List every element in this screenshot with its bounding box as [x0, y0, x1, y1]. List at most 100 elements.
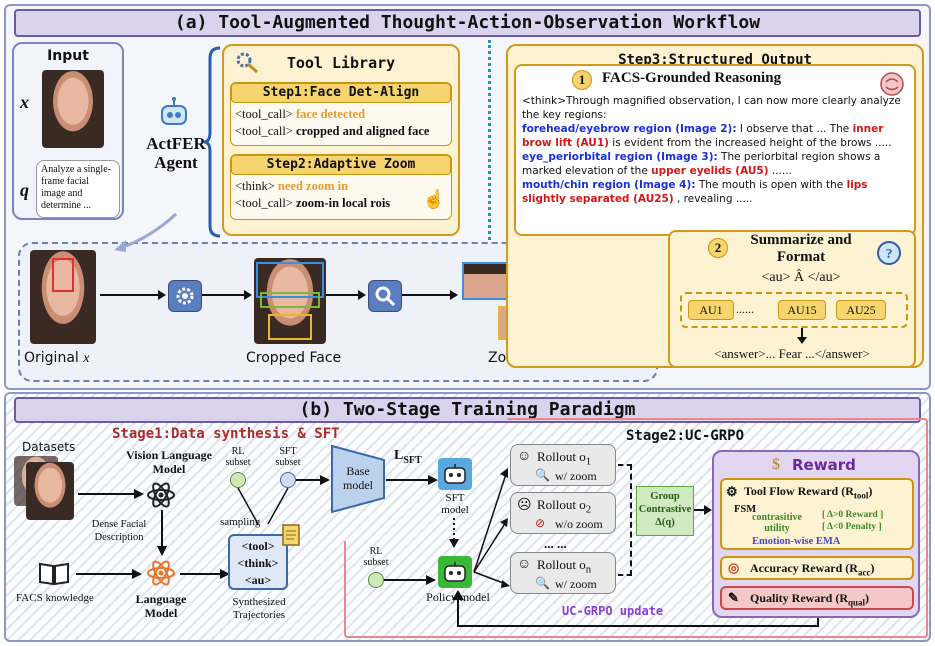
step1-line1: <tool_call> face detected	[235, 106, 447, 123]
reasoning-box: 1 FACS-Grounded Reasoning <think>Through…	[514, 64, 916, 236]
au-dashed-group	[680, 292, 908, 328]
step1-line2-text: cropped and aligned face	[295, 124, 430, 138]
input-label: Input	[47, 48, 89, 64]
rollout-n-magnifier-icon: 🔍	[535, 576, 550, 590]
group-contrastive-box: Group Contrastive Δ(q)	[636, 486, 694, 536]
group-contrastive-line3: Δ(q)	[655, 517, 675, 528]
lightbulb-icon: ?	[872, 238, 906, 272]
trajectory-box: <tool> <think> <au>	[228, 534, 288, 590]
step1-line1-tag: <tool_call>	[235, 107, 293, 121]
answer-text: <answer>... Fear ...</answer>	[714, 346, 870, 361]
stage2-rl-subset-line2: subset	[363, 557, 389, 568]
lsft-sub: SFT	[403, 454, 422, 466]
summarize-number-badge: 2	[708, 238, 728, 258]
summarize-title-line2: Format	[776, 249, 826, 265]
contrastive-utility-label: contrasitive utility	[752, 512, 802, 534]
reasoning-region2: eye_periorbital region (Image 3):	[522, 151, 718, 163]
accuracy-sub: acc	[857, 567, 871, 578]
dense-description-line2: Description	[94, 532, 144, 543]
book-icon	[38, 560, 70, 586]
rl-to-policy-arrow	[384, 575, 436, 585]
original-face-image	[30, 250, 96, 344]
stage1-rl-subset-node	[230, 472, 246, 488]
tag-au: <au>	[244, 573, 272, 587]
step1-line1-text: face detected	[295, 107, 366, 121]
brace-connector	[203, 46, 221, 238]
summarize-title: Summarize and Format	[736, 232, 866, 266]
synthesized-line2: Trajectories	[232, 609, 286, 621]
cropped-face-image	[254, 258, 326, 344]
pipeline-arrows	[100, 290, 458, 300]
tool-library-box: Tool Library Step1:Face Det-Align <tool_…	[222, 44, 460, 236]
tool-flow-reward-box: ⚙ Tool Flow Reward (Rtool) FSM contrasit…	[720, 478, 914, 550]
base-to-sft-arrow	[386, 475, 438, 485]
gear-wrench-icon	[234, 50, 260, 74]
rollout-1-title-text: Rollout o	[537, 449, 586, 464]
reasoning-intro: <think>Through magnified observation, I …	[522, 95, 901, 121]
step2-line1: <think> need zoom in	[235, 178, 447, 195]
positive-delta-label: [ Δ>0 Reward ]	[822, 510, 884, 520]
quality-title-text: Quality Reward (R	[750, 591, 848, 605]
sft-subset-line1: SFT	[279, 446, 297, 457]
step2-box: Step2:Adaptive Zoom <think> need zoom in…	[230, 154, 452, 220]
step1-line2: <tool_call> cropped and aligned face	[235, 123, 447, 140]
agent-label: ActFER Agent	[134, 134, 218, 172]
accuracy-title: Accuracy Reward (Racc)	[750, 561, 874, 577]
rollout-n-detail: w/ zoom	[555, 577, 597, 591]
stage1-title: Stage1:Data synthesis & SFT	[112, 426, 340, 442]
original-label: Original x	[24, 350, 89, 367]
sft-to-base-arrow	[296, 475, 330, 485]
fsm-label: FSM	[734, 504, 757, 515]
quality-title: Quality Reward (Rqual)	[750, 591, 869, 607]
rollout-1-magnifier-icon: 🔍	[535, 468, 550, 482]
accuracy-close: )	[870, 561, 875, 575]
rollout-1-sub: 1	[585, 455, 592, 468]
reasoning-region1-text-b: is evident from the increased height of …	[608, 137, 892, 149]
facs-to-lm-arrow	[76, 569, 142, 579]
rollout-bracket	[618, 464, 632, 576]
base-model-label: Base model	[334, 464, 382, 492]
lm-atom-icon	[146, 558, 176, 588]
tag-tool: <tool>	[241, 539, 275, 553]
curved-arrow-to-pipeline	[114, 212, 178, 252]
zoom-tool-icon	[368, 280, 402, 312]
stage2-title: Stage2:UC-GRPO	[626, 428, 745, 444]
rollout-n-title: Rollout on	[537, 557, 591, 576]
rollout-dots: ... ...	[544, 536, 567, 551]
tool-flow-title-text: Tool Flow Reward (R	[744, 484, 854, 498]
original-label-symbol: x	[83, 351, 90, 366]
gear-tool-icon	[168, 280, 202, 312]
brain-icon	[876, 70, 908, 100]
sft-subset-line2: subset	[275, 457, 301, 468]
tool-flow-icon: ⚙	[726, 484, 738, 499]
step2-line2: <tool_call> zoom-in local rois	[235, 195, 447, 212]
step2-line1-text: need zoom in	[277, 179, 349, 193]
sft-model-robot-icon	[438, 458, 472, 490]
facs-knowledge-label: FACS knowledge	[16, 592, 94, 604]
dotted-divider	[488, 40, 491, 240]
rollout-2-sub: 2	[585, 503, 592, 516]
input-face-image	[42, 70, 104, 148]
no-zoom-icon: ⊘	[535, 516, 546, 530]
reasoning-region2-text-a: The periorbital region shows a marked el…	[522, 151, 881, 177]
cropped-face-label: Cropped Face	[246, 350, 342, 366]
stage2-rl-subset-node	[368, 572, 384, 588]
reasoning-text: <think>Through magnified observation, I …	[522, 94, 910, 206]
arrow-to-answer	[797, 328, 807, 344]
stage1-rl-subset-line1: RL	[231, 446, 245, 457]
reasoning-region3-text-a: The mouth is open with the	[695, 179, 847, 191]
reasoning-region3: mouth/chin region (Image 4):	[522, 179, 696, 191]
quality-reward-box: ✎ Quality Reward (Rqual)	[720, 586, 914, 610]
group-contrastive-line2: Contrastive	[638, 504, 692, 515]
lm-label-line1: Language	[135, 592, 187, 606]
rollout-n-sub: n	[585, 563, 592, 576]
step2-line1-tag: <think>	[235, 179, 275, 193]
sft-subset-label: SFT subset	[272, 446, 304, 468]
accuracy-title-text: Accuracy Reward (R	[750, 561, 858, 575]
step1-title: Step1:Face Det-Align	[231, 83, 451, 103]
neutral-icon: ☺	[517, 557, 532, 572]
rollout-1-detail: w/ zoom	[555, 469, 597, 483]
rollout-2-title-text: Rollout o	[537, 497, 586, 512]
accuracy-reward-box: ◎ Accuracy Reward (Racc)	[720, 556, 914, 580]
svg-text:?: ?	[886, 247, 893, 262]
